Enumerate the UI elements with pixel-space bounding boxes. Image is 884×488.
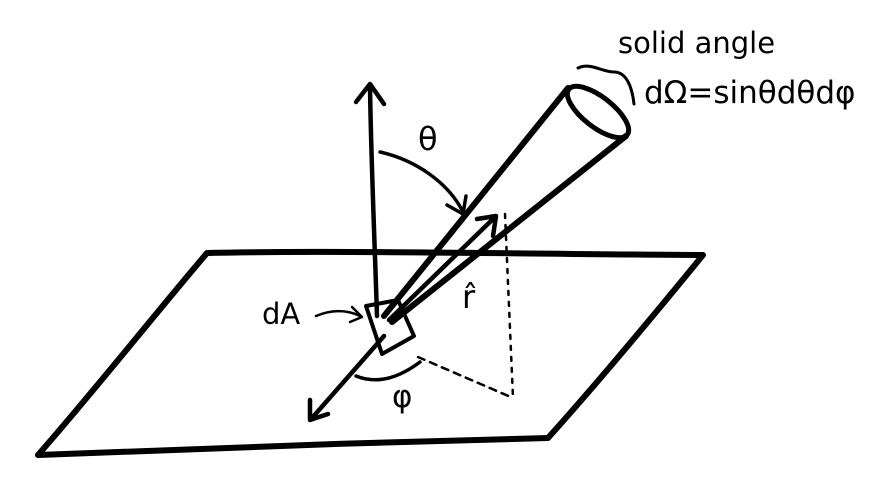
- projection-vertical-dotted: [503, 212, 515, 400]
- solid-angle-cone-opening: [564, 83, 632, 141]
- in-plane-arrow: [309, 333, 387, 421]
- solid-angle-formula-label: dΩ=sinθdθdφ: [644, 75, 856, 111]
- theta-label: θ: [418, 120, 438, 158]
- direction-vector-arrowhead: [474, 213, 499, 239]
- area-element-square: [364, 298, 416, 356]
- theta-angle-arc: [378, 150, 465, 214]
- solid-angle-cone-lower-edge: [389, 133, 629, 325]
- normal-vector-arrowhead: [353, 81, 387, 107]
- normal-vector-arrow: [367, 83, 380, 319]
- phi-angle-arc: [354, 360, 422, 382]
- direction-vector-arrow: [386, 215, 497, 323]
- projection-plane-dashed: [416, 355, 515, 400]
- solid-angle-brace: [576, 64, 636, 106]
- area-element-pointer-head: [348, 305, 364, 324]
- direction-label: r̂: [462, 278, 476, 316]
- in-plane-arrowhead: [307, 397, 331, 423]
- solid-angle-title-label: solid angle: [618, 26, 775, 60]
- phi-label: φ: [392, 379, 412, 415]
- area-element-pointer: [314, 309, 362, 318]
- solid-angle-cone-upper-edge: [381, 85, 571, 319]
- area-element-label: dA: [262, 297, 300, 331]
